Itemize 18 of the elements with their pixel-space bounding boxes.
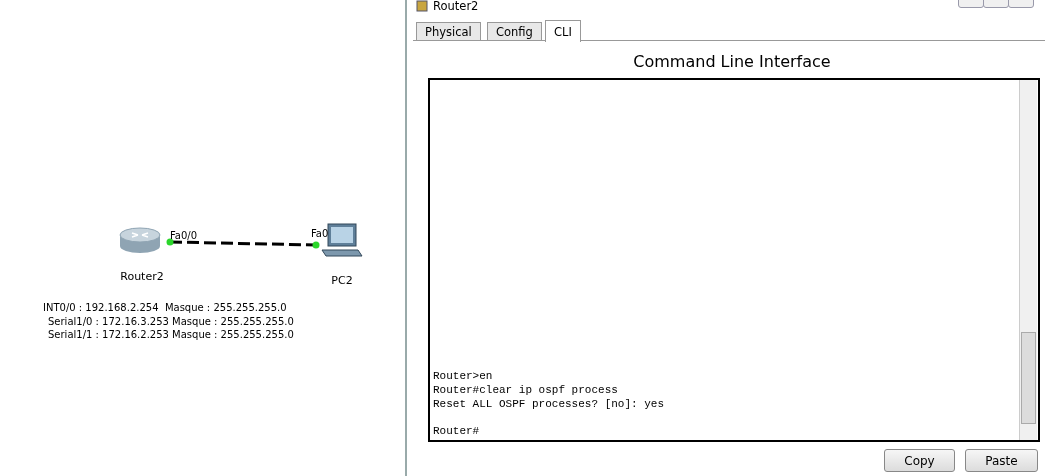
panel-heading: Command Line Interface bbox=[632, 52, 832, 71]
port-label: Fa0 bbox=[311, 228, 329, 239]
window-title: Router2 bbox=[433, 0, 479, 13]
tab: CLI bbox=[545, 20, 581, 42]
paste-button: Paste bbox=[965, 449, 1038, 472]
terminal-text: Router#clear ip ospf process bbox=[433, 384, 618, 396]
terminal-text: Router# bbox=[433, 425, 480, 437]
ip-address-text: INT0/0 : 192.168.2.254 Masque : 255.255.255.0 bbox=[43, 302, 287, 313]
terminal-text: Router>en bbox=[433, 370, 493, 382]
port-label: Fa0/0 bbox=[170, 230, 198, 241]
terminal-text: Reset ALL OSPF processes? [no]: yes bbox=[433, 398, 665, 410]
tab: Physical bbox=[416, 22, 481, 41]
device-name: PC2 bbox=[330, 274, 354, 287]
device-name: Router2 bbox=[119, 270, 165, 283]
copy-button: Copy bbox=[884, 449, 955, 472]
ip-address-text: Serial1/0 : 172.16.3.253 Masque : 255.255.255.0 bbox=[48, 316, 294, 327]
tab: Config bbox=[487, 22, 542, 41]
ip-address-text: Serial1/1 : 172.16.2.253 Masque : 255.255.255.0 bbox=[48, 329, 294, 340]
